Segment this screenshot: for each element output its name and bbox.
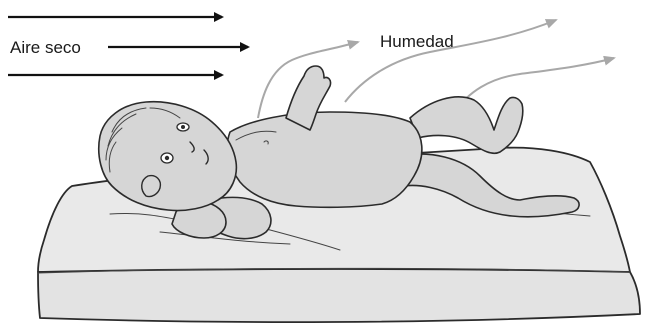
baby-pupil-lower (165, 156, 169, 160)
baby-torso (227, 112, 422, 207)
baby-leg-back (410, 97, 523, 153)
dry-air-label: Aire seco (10, 38, 81, 57)
baby-pupil-upper (181, 125, 185, 129)
mattress-side (38, 269, 640, 322)
humidity-label: Humedad (380, 32, 454, 51)
